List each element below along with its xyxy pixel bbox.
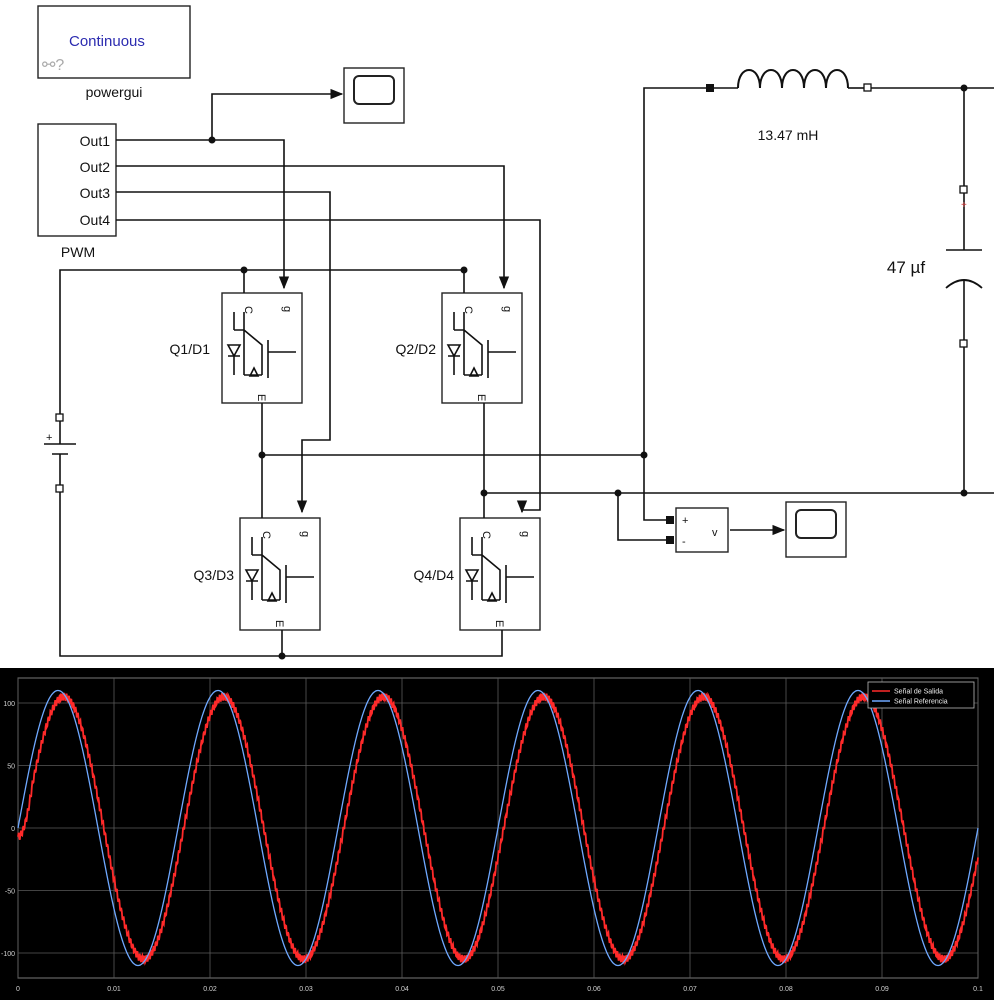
inductor-coil-icon bbox=[737, 69, 849, 89]
q2-igbt-icon bbox=[446, 312, 516, 378]
scope-block-top[interactable] bbox=[343, 67, 405, 124]
power-wires bbox=[59, 87, 964, 660]
q1-collector-pin: C bbox=[242, 306, 254, 314]
x-tick-label: 0.1 bbox=[973, 986, 983, 993]
y-tick-label: 0 bbox=[11, 826, 15, 833]
vm-output-label: v bbox=[712, 527, 718, 539]
q3-emitter-pin: E bbox=[273, 620, 285, 627]
inductor[interactable] bbox=[706, 69, 994, 186]
pwm-out2-label: Out2 bbox=[80, 159, 111, 175]
q2-label: Q2/D2 bbox=[396, 341, 437, 357]
x-tick-label: 0.09 bbox=[875, 986, 889, 993]
y-tick-label: 100 bbox=[3, 701, 15, 708]
x-tick-label: 0.02 bbox=[203, 986, 217, 993]
q1-emitter-pin: E bbox=[255, 394, 267, 401]
legend-box bbox=[867, 681, 975, 709]
powergui-name: powergui bbox=[86, 84, 143, 100]
circuit-diagram: Continuous ⚯? powergui Out1 Out2 Out3 Ou… bbox=[37, 5, 994, 660]
pwm-name: PWM bbox=[61, 244, 95, 260]
legend-label: Señal Referencia bbox=[894, 699, 948, 706]
q3-gate-pin: g bbox=[299, 531, 311, 537]
q3-label: Q3/D3 bbox=[194, 567, 235, 583]
x-tick-label: 0.06 bbox=[587, 986, 601, 993]
pwm-out4-label: Out4 bbox=[80, 212, 111, 228]
y-tick-label: 50 bbox=[7, 764, 15, 771]
q2-collector-pin: C bbox=[462, 306, 474, 314]
powergui-block[interactable]: Continuous ⚯? powergui bbox=[37, 5, 191, 100]
powergui-icon: ⚯? bbox=[42, 57, 64, 74]
q1-gate-pin: g bbox=[281, 306, 293, 312]
switch-q4[interactable]: C g E bbox=[459, 517, 541, 631]
q3-collector-pin: C bbox=[260, 531, 272, 539]
x-tick-label: 0.08 bbox=[779, 986, 793, 993]
q1-igbt-icon bbox=[226, 312, 296, 378]
switch-q3[interactable]: C g E bbox=[239, 517, 321, 631]
dc-source[interactable]: + bbox=[44, 413, 76, 493]
q3-igbt-icon bbox=[244, 537, 314, 603]
scope-plot-panel: 0 0.01 0.02 0.03 0.04 0.05 0.06 0.07 0.08 0.09 0.1… bbox=[0, 668, 994, 1000]
switch-q2[interactable]: C g E bbox=[441, 292, 523, 404]
switch-q1[interactable]: C g E bbox=[221, 292, 303, 404]
voltage-measurement-block[interactable]: + - v bbox=[666, 507, 729, 553]
series-line-referencia bbox=[17, 689, 979, 967]
pwm-out3-label: Out3 bbox=[80, 185, 111, 201]
q4-emitter-pin: E bbox=[493, 620, 505, 627]
legend-label: Señal de Salida bbox=[894, 689, 943, 696]
x-tick-label: 0.05 bbox=[491, 986, 505, 993]
q4-igbt-icon bbox=[464, 537, 534, 603]
svg-text:+: + bbox=[961, 200, 967, 211]
q4-label: Q4/D4 bbox=[414, 567, 455, 583]
x-tick-label: 0.03 bbox=[299, 986, 313, 993]
inductor-value: 13.47 mH bbox=[758, 127, 819, 143]
powergui-mode-label: Continuous bbox=[69, 33, 145, 50]
x-tick-label: 0 bbox=[16, 986, 20, 993]
y-tick-label: -50 bbox=[5, 889, 15, 896]
dc-source-plus: + bbox=[46, 432, 52, 444]
vm-plus-label: + bbox=[682, 515, 688, 527]
pwm-signal-wires bbox=[116, 88, 541, 514]
q4-collector-pin: C bbox=[480, 531, 492, 539]
q4-gate-pin: g bbox=[519, 531, 531, 537]
capacitor[interactable]: + bbox=[945, 185, 994, 497]
x-tick-label: 0.04 bbox=[395, 986, 409, 993]
q2-gate-pin: g bbox=[501, 306, 513, 312]
x-tick-label: 0.07 bbox=[683, 986, 697, 993]
capacitor-value: 47 µf bbox=[887, 258, 925, 277]
scope-plot: 0 0.01 0.02 0.03 0.04 0.05 0.06 0.07 0.08 0.09 0.1… bbox=[1, 677, 983, 993]
q1-label: Q1/D1 bbox=[170, 341, 211, 357]
y-tick-label: -100 bbox=[1, 951, 15, 958]
pwm-block[interactable]: Out1 Out2 Out3 Out4 PWM bbox=[37, 123, 117, 260]
scope-block-bottom[interactable] bbox=[785, 501, 847, 558]
vm-minus-label: - bbox=[682, 536, 686, 548]
x-tick-label: 0.01 bbox=[107, 986, 121, 993]
pwm-out1-label: Out1 bbox=[80, 133, 111, 149]
series-line-salida bbox=[17, 691, 979, 966]
q2-emitter-pin: E bbox=[475, 394, 487, 401]
